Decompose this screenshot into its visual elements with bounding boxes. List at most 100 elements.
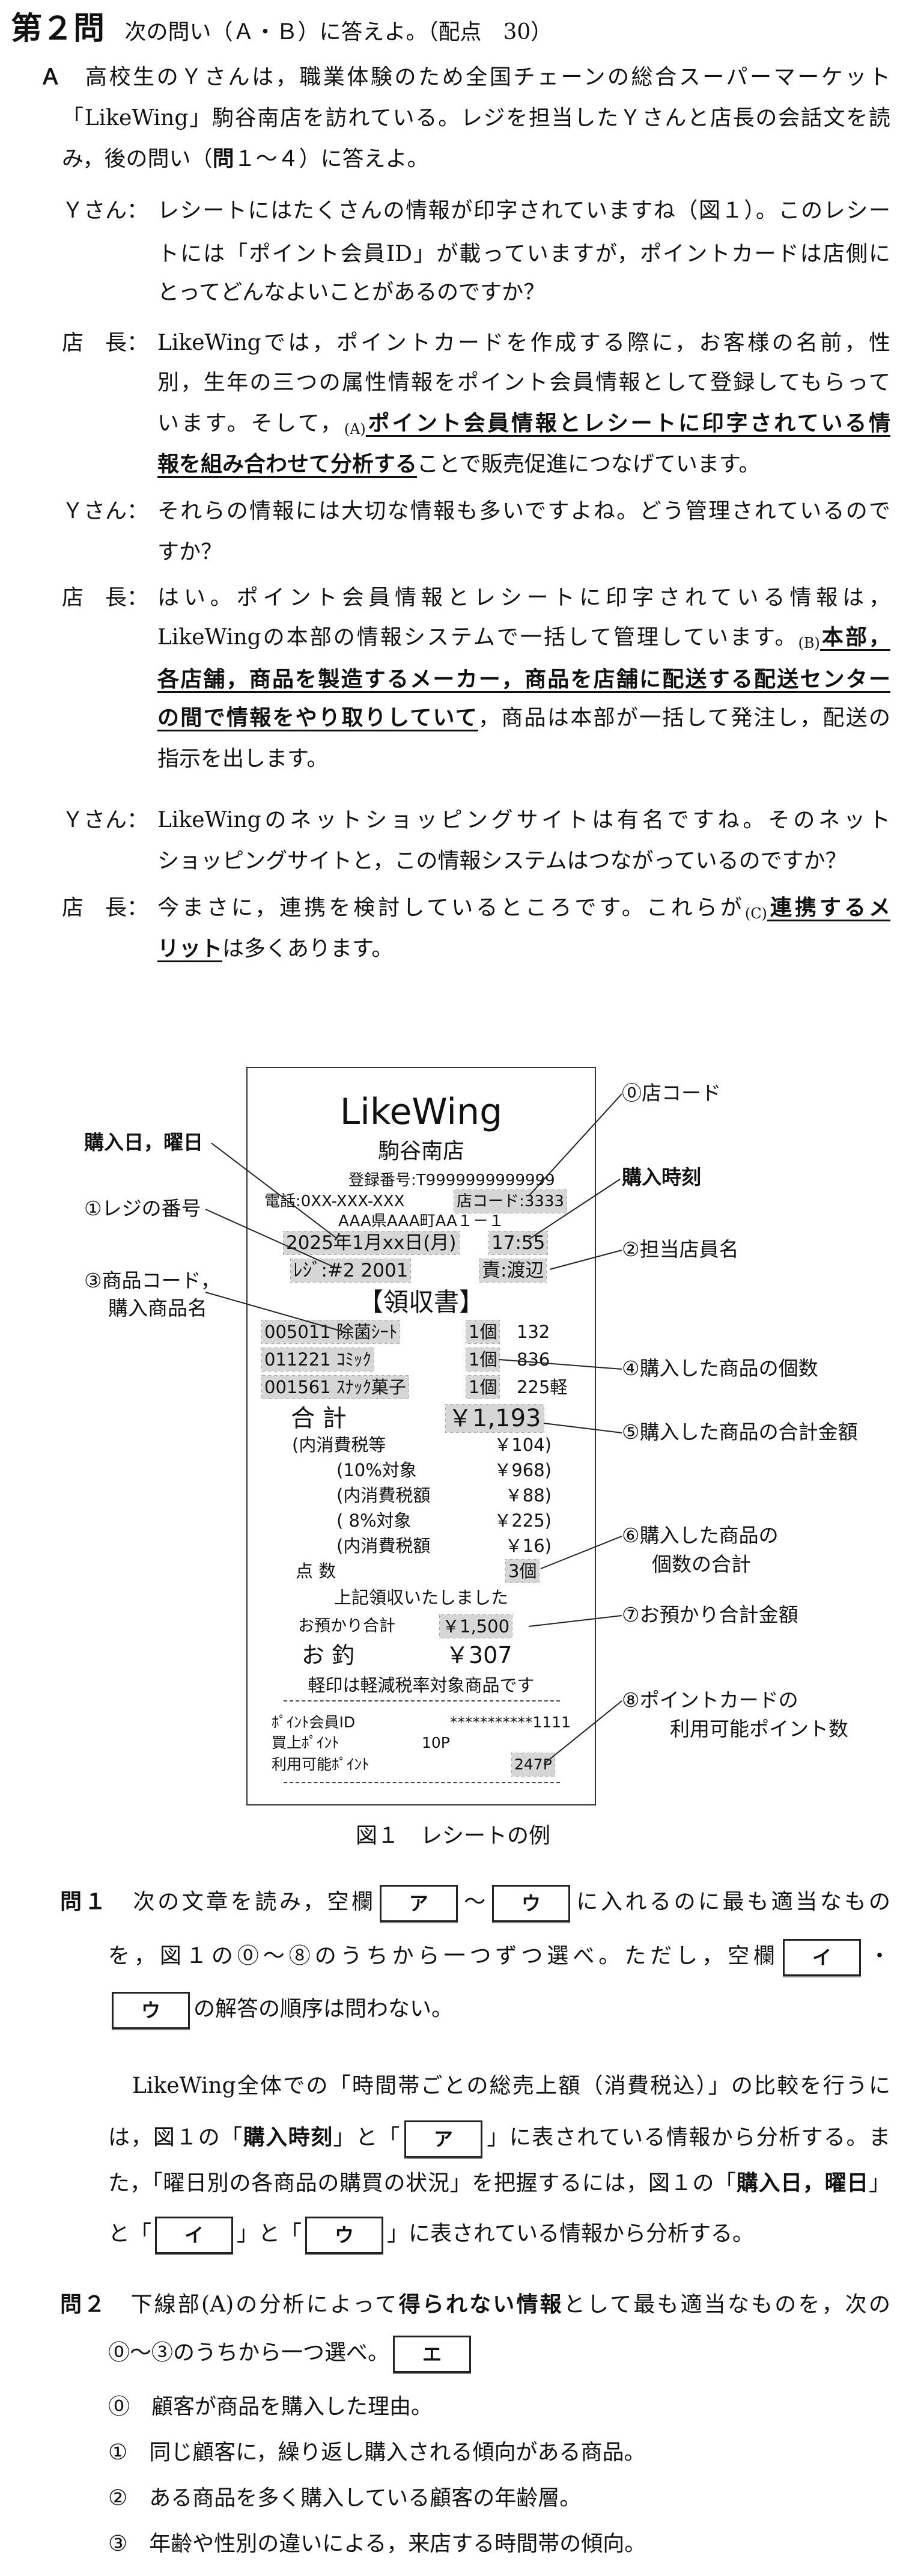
underlined-text: 本部， [819,625,890,650]
receipt-tax-label: ( 8%対象 [336,1510,412,1531]
dialogue-line: すか？ [157,537,222,567]
leader-line [205,1209,337,1269]
underline-marker: (B) [798,635,820,652]
text: として最も適当なものを，次の [563,2292,890,2317]
answer-blank-エ[interactable]: エ [393,2336,472,2373]
receipt-item-price: 225軽 [517,1377,568,1397]
receipt-store-name: 駒谷南店 [377,1139,464,1164]
answer-blank-ウ[interactable]: ウ [491,1885,570,1922]
dialogue-line: LikeWingのネットショッピングサイトは有名ですね。そのネット [157,805,890,835]
dialogue-line: 今まさに，連携を検討しているところです。これらが(C)連携するメ [157,893,890,929]
text: 高校生のＹさんは，職業体験のため全国チェーンの総合スーパーマーケット [85,65,890,90]
speaker-label: 店 長： [62,331,149,355]
text: 「LikeWing」駒谷南店を訪れている。レジを担当したＹさんと店長の会話文を読 [62,106,890,130]
option-number: ⓪ [108,2394,130,2419]
speaker-label: 店 長： [62,896,149,920]
dialogue-line: 各店舗，商品を製造するメーカー，商品を店舗に配送する配送センター [157,665,890,695]
receipt-change-label: お 釣 [302,1642,355,1668]
annotation-product-name: 購入商品名 [108,1296,207,1320]
text: １～４）に答えよ。 [234,147,429,171]
text: ことで販売促進につなげています。 [417,452,761,477]
receipt-tax-label: (内消費税額 [336,1536,431,1556]
passage-line: た，「曜日別の各商品の購買の状況」を把握するには，図１の「購入日，曜日」 [108,2169,890,2199]
annotation-store-code: ⓪店コード [622,1081,721,1105]
receipt-registration: 登録番号:T9999999999999 [348,1171,555,1189]
answer-blank-ウ[interactable]: ウ [112,1992,190,2029]
dialogue-line: ショッピングサイトと，この情報システムはつながっているのですか？ [157,846,847,876]
text: ⓪～③のうちから一つ選べ。 [108,2340,390,2365]
leader-line [528,1093,622,1197]
receipt-available-points: 247P [511,1753,555,1777]
receipt-item-price: 132 [517,1322,550,1342]
leader-line [543,1423,622,1433]
receipt-address: AAA県AAA町AA１－１ [338,1212,504,1230]
receipt-item-code-name: 005011 除菌ｼｰﾄ [261,1320,401,1344]
annotation-quantity: ④購入した商品の個数 [622,1357,818,1380]
underlined-text: 報を組み合わせて分析する [157,452,418,477]
text: を，図１の⓪～⑧のうちから一つずつ選べ。ただし，空欄 [108,1944,780,1968]
answer-blank-ウ[interactable]: ウ [305,2217,384,2254]
leader-line [528,1179,621,1240]
text: 今まさに，連携を検討しているところです。これらが [157,896,745,920]
question-instruction: 次の問い（Ａ・Ｂ）に答えよ。（配点 30） [124,20,553,44]
speaker-label: 店 長： [62,585,149,610]
text: 」と「 [237,2221,302,2246]
dialogue-line: 報を組み合わせて分析することで販売促進につなげています。 [157,450,760,480]
answer-blank-イ[interactable]: イ [783,1939,862,1976]
annotation-deposit: ⑦お預かり合計金額 [622,1603,798,1626]
receipt-member-id: ***********1111 [449,1714,571,1731]
receipt-heading: 【領収書】 [357,1287,484,1317]
question-header: 第２問 次の問い（Ａ・Ｂ）に答えよ。（配点 30） [11,11,552,50]
text: レシートにはたくさんの情報が印字されていますね（図１）。このレシー [157,198,890,223]
annotation-clerk: ②担当店員名 [622,1238,739,1261]
receipt-tax-value: ￥104) [494,1435,552,1455]
receipt-store-code: 店コード:3333 [454,1189,567,1213]
passage-line: は，図１の「購入時刻」と「ア」に表されている情報から分析する。ま [108,2120,890,2158]
receipt-deposit: ￥1,500 [439,1614,513,1638]
receipt-tax-label: (10%対象 [336,1460,417,1480]
text: は，図１の「 [108,2125,243,2150]
bold-text: 問１ [60,1890,109,1914]
underlined-text: ポイント会員情報とレシートに印字されている情 [365,411,890,436]
receipt-tax-label: (内消費税等 [292,1435,386,1455]
text: 別，生年の三つの属性情報をポイント会員情報として登録してもらって [157,370,890,395]
underlined-text: 各店舗，商品を製造するメーカー，商品を店舗に配送する配送センター [157,667,890,692]
dialogue-line: とってどんなよいことがあるのですか？ [157,278,545,308]
underline-marker: (A) [344,421,366,438]
annotation-points: ⑧ポイントカードの [622,1688,798,1712]
text: に入れるのに最も適当なもの [573,1890,890,1914]
receipt-thanks: 上記領収いたしました [333,1587,508,1608]
answer-blank-ア[interactable]: ア [379,1885,458,1922]
receipt-item-price: 836 [517,1349,550,1370]
question-line: を，図１の⓪～⑧のうちから一つずつ選べ。ただし，空欄イ・ [108,1939,890,1976]
dialogue-line: トには「ポイント会員ID」が載っていますが，ポイントカードは店側に [157,239,890,269]
intro-line: み，後の問い（問１～４）に答えよ。 [62,144,429,174]
question-line: ⓪～③のうちから一つ選べ。エ [108,2336,475,2373]
passage-line: LikeWing全体での「時間帯ごとの総売上額（消費税込）」の比較を行うに [132,2071,890,2101]
receipt-brand: LikeWing [339,1091,503,1133]
text: ～ [461,1890,488,1914]
receipt-note: 軽印は軽減税率対象商品です [308,1675,535,1695]
text: LikeWingでは，ポイントカードを作成する際に，お客様の名前，性 [157,331,890,355]
receipt-divider [284,1700,560,1702]
text: とってどんなよいことがあるのですか？ [157,280,546,305]
answer-blank-イ[interactable]: イ [155,2217,234,2254]
annotation-time: 購入時刻 [622,1165,701,1189]
receipt-tax-label: (内消費税額 [336,1485,431,1506]
bold-text: 問２ [60,2292,108,2317]
text: はい。ポイント会員情報とレシートに印字されている情報は， [157,585,890,610]
figure-caption: 図１ レシートの例 [355,1824,550,1848]
annotation-count: ⑥購入した商品の [622,1524,779,1547]
receipt-earned-label: 買上ﾎﾟｲﾝﾄ [272,1734,339,1751]
underlined-text: 連携するメ [767,896,890,920]
answer-blank-ア[interactable]: ア [404,2120,482,2158]
intro-line: 高校生のＹさんは，職業体験のため全国チェーンの総合スーパーマーケット [85,63,890,93]
receipt-item-qty: 1個 [465,1375,500,1399]
text: ショッピングサイトと，この情報システムはつながっているのですか？ [157,849,847,873]
annotation-points-line2: 利用可能ポイント数 [670,1717,848,1741]
